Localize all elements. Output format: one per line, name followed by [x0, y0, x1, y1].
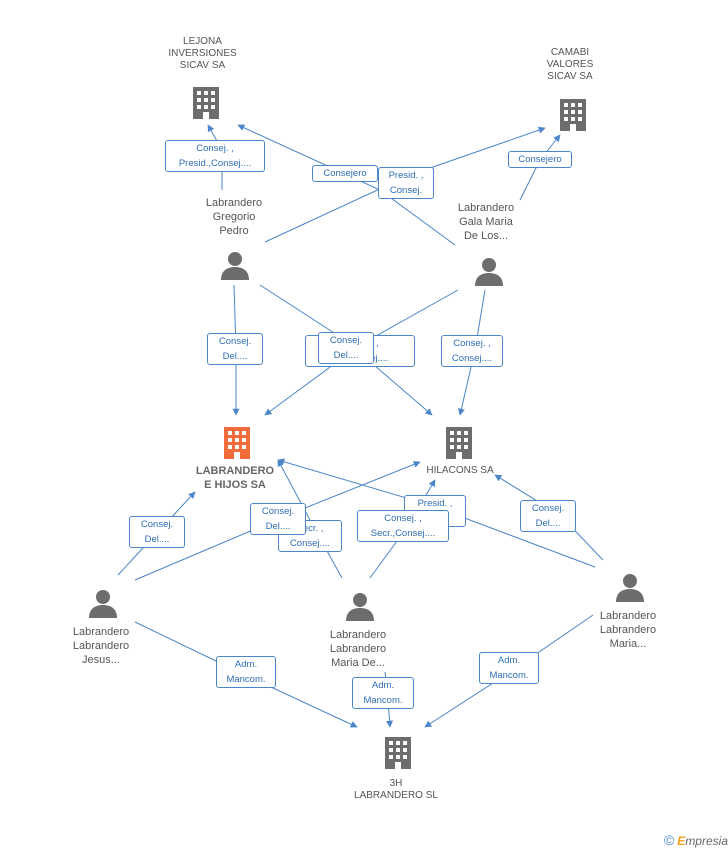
- node-label-line: Labrandero: [205, 197, 263, 209]
- edge-label-line: Consejero: [323, 168, 367, 179]
- node-label-line: Gala Maria: [459, 216, 513, 228]
- node-label-line: Maria De...: [331, 657, 385, 669]
- edge-label-line: Mancom.: [489, 670, 529, 681]
- edge-label-line: Presid. ,: [417, 498, 453, 509]
- brand-name: mpresia: [685, 834, 728, 848]
- building-icon-hilacons: [446, 427, 472, 459]
- edge-label-e17[interactable]: Adm. Mancom.: [479, 652, 539, 684]
- edge-label-line: Mancom.: [363, 695, 403, 706]
- edge-label-e14[interactable]: Consej. Del....: [520, 500, 576, 532]
- edge-label-line: Consej. ,: [384, 513, 422, 524]
- building-icon-3h: [385, 737, 411, 769]
- node-label-line: INVERSIONES: [168, 48, 237, 59]
- node-label-line: Labrandero: [599, 624, 657, 636]
- node-label-line: VALORES: [546, 59, 594, 70]
- node-label-line: Labrandero: [329, 629, 387, 641]
- edge-label-e5[interactable]: Consej. Del....: [207, 333, 263, 365]
- node-label-line: LEJONA: [183, 36, 222, 47]
- node-label-hilacons[interactable]: HILACONS SA: [410, 465, 510, 477]
- edge-label-e2[interactable]: Consejero: [312, 165, 378, 182]
- edge-label-line: Consej....: [289, 538, 331, 549]
- edge-label-line: Del....: [144, 534, 170, 545]
- edge-label-line: Consej.: [531, 503, 565, 514]
- person-icon-gregorio: [221, 252, 249, 280]
- node-label-gregorio[interactable]: Labrandero Gregorio Pedro: [184, 196, 284, 238]
- edge-label-e7[interactable]: Consej. Del....: [318, 332, 374, 364]
- person-icon-maria: [616, 574, 644, 602]
- node-label-labrandero-hijos[interactable]: LABRANDERO E HIJOS SA: [182, 464, 288, 492]
- node-label-line: Gregorio: [212, 211, 256, 223]
- node-label-line: 3H: [389, 778, 403, 789]
- node-label-jesus[interactable]: Labrandero Labrandero Jesus...: [51, 625, 151, 667]
- edge-label-line: Presid. ,: [388, 170, 424, 181]
- person-icon-jesus: [89, 590, 117, 618]
- node-label-gala[interactable]: Labrandero Gala Maria De Los...: [436, 201, 536, 243]
- edge-label-line: Consej....: [451, 353, 493, 364]
- edge-label-line: Consej.: [261, 506, 295, 517]
- node-label-line: Jesus...: [82, 654, 120, 666]
- building-icon-lejona: [193, 87, 219, 119]
- building-icon-labrandero-hijos: [224, 427, 250, 459]
- node-label-line: SICAV SA: [547, 71, 593, 82]
- node-label-line: Maria...: [609, 638, 647, 650]
- node-label-line: Labrandero: [457, 202, 515, 214]
- edge-label-line: Consej. ,: [453, 338, 491, 349]
- edge-label-e8[interactable]: Consej. , Consej....: [441, 335, 503, 367]
- edge-label-line: Presid.,Consej....: [178, 158, 252, 169]
- node-label-line: LABRANDERO: [195, 465, 275, 477]
- node-label-line: Labrandero: [72, 626, 130, 638]
- node-label-line: Labrandero: [329, 643, 387, 655]
- node-label-maria[interactable]: Labrandero Labrandero Maria...: [578, 609, 678, 651]
- edge-label-line: Consej.: [140, 519, 174, 530]
- brand-initial: E: [677, 834, 686, 848]
- node-label-line: Labrandero: [72, 640, 130, 652]
- person-icon-maria-de: [346, 593, 374, 621]
- node-label-line: HILACONS SA: [426, 465, 494, 476]
- building-icon-camabi: [560, 99, 586, 131]
- edge-label-e9[interactable]: Consej. Del....: [129, 516, 185, 548]
- edge-label-e13[interactable]: Consej. , Secr.,Consej....: [357, 510, 449, 542]
- edge-label-line: Consej. ,: [196, 143, 234, 154]
- node-label-line: Pedro: [219, 225, 249, 237]
- person-icon-gala: [475, 258, 503, 286]
- edge-label-e16[interactable]: Adm. Mancom.: [352, 677, 414, 709]
- node-label-camabi[interactable]: CAMABI VALORES SICAV SA: [520, 47, 620, 83]
- edge-label-line: Adm.: [371, 680, 395, 691]
- edge-label-line: Adm.: [497, 655, 521, 666]
- edge-label-line: Secr.,Consej....: [370, 528, 436, 539]
- edge-label-line: Del....: [222, 351, 248, 362]
- edge-label-e15[interactable]: Adm. Mancom.: [216, 656, 276, 688]
- edge-label-e10[interactable]: Consej. Del....: [250, 503, 306, 535]
- edge-label-line: Consejero: [518, 154, 562, 165]
- edge-label-line: Adm.: [234, 659, 258, 670]
- node-label-line: CAMABI: [550, 47, 590, 58]
- edge-label-e3[interactable]: Presid. , Consej.: [378, 167, 434, 199]
- node-label-3h[interactable]: 3H LABRANDERO SL: [346, 778, 446, 802]
- footer-brand: ©Empresia: [664, 832, 728, 848]
- edge-label-line: Secr. ,: [296, 523, 324, 534]
- edge-label-line: Del....: [535, 518, 561, 529]
- edge-label-line: Consej.: [218, 336, 252, 347]
- edge-label-e1[interactable]: Consej. , Presid.,Consej....: [165, 140, 265, 172]
- edge-label-line: Consej.: [329, 335, 363, 346]
- node-label-line: E HIJOS SA: [204, 479, 266, 491]
- edge-label-line: Del....: [265, 521, 291, 532]
- edge-label-e4[interactable]: Consejero: [508, 151, 572, 168]
- edge-label-line: Mancom.: [226, 674, 266, 685]
- node-label-line: LABRANDERO SL: [354, 790, 438, 801]
- node-label-maria-de[interactable]: Labrandero Labrandero Maria De...: [308, 628, 408, 670]
- copyright-icon: ©: [663, 832, 675, 848]
- node-label-line: SICAV SA: [179, 60, 226, 71]
- node-label-line: Labrandero: [599, 610, 657, 622]
- edge-label-line: Consej.: [389, 185, 423, 196]
- node-label-lejona[interactable]: LEJONA INVERSIONES SICAV SA: [150, 36, 255, 72]
- node-label-line: De Los...: [463, 230, 509, 242]
- edge-label-line: Del....: [333, 350, 359, 361]
